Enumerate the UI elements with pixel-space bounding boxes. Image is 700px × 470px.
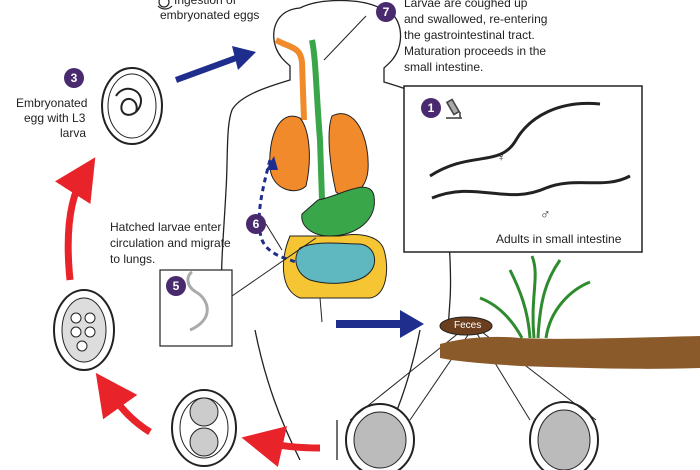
ingestion-label-1: Ingestion of bbox=[174, 0, 237, 7]
hatched-larva-box bbox=[159, 269, 233, 347]
adults-label: Adults in small intestine bbox=[496, 232, 622, 246]
hatched-label-3: to lungs. bbox=[110, 252, 156, 266]
unembryonated-egg-right bbox=[529, 401, 599, 470]
larvae-label-5: small intestine. bbox=[404, 60, 484, 74]
leader-lines bbox=[231, 15, 367, 297]
male-worm bbox=[431, 174, 631, 200]
blue-arrow-feces bbox=[336, 310, 424, 338]
migration-path bbox=[257, 159, 297, 264]
female-worm bbox=[429, 101, 601, 178]
step-badge-1: 1 bbox=[421, 98, 441, 118]
left-lung bbox=[269, 115, 310, 191]
hatched-label-1: Hatched larvae enter bbox=[110, 220, 222, 234]
embryonated-egg bbox=[101, 67, 163, 145]
stomach bbox=[301, 186, 375, 237]
larvae-label-4: Maturation proceeds in the bbox=[404, 44, 547, 58]
biohazard-icon bbox=[157, 0, 173, 10]
ingestion-label-2: embryonated eggs bbox=[160, 8, 260, 22]
larvae-label-2: and swallowed, re-entering bbox=[404, 12, 548, 26]
unembryonated-egg-left bbox=[345, 403, 415, 470]
feces-label: Feces bbox=[454, 320, 482, 331]
small-intestine bbox=[295, 242, 376, 284]
embryonated-egg-label-3: larva bbox=[60, 126, 87, 140]
dividing-egg bbox=[53, 289, 115, 371]
female-symbol: ♀ bbox=[496, 148, 507, 164]
larvae-label-3: the gastrointestinal tract. bbox=[404, 28, 535, 42]
larvae-label-1: Larvae are coughed up bbox=[404, 0, 528, 10]
red-arrows bbox=[54, 157, 321, 468]
step-badge-5: 5 bbox=[166, 276, 186, 296]
step-badge-7: 7 bbox=[376, 2, 396, 22]
step-badge-6: 6 bbox=[246, 214, 266, 234]
larva bbox=[186, 270, 209, 332]
hatched-label-2: circulation and migrate bbox=[110, 236, 231, 250]
embryonated-egg-label-2: egg with L3 bbox=[24, 111, 86, 125]
soil bbox=[440, 336, 700, 369]
right-lung bbox=[328, 113, 369, 196]
male-symbol: ♂ bbox=[540, 206, 551, 222]
feces-oval bbox=[439, 316, 493, 336]
grass bbox=[479, 255, 591, 339]
microscope-icon bbox=[445, 98, 462, 119]
step-badge-3: 3 bbox=[64, 68, 84, 88]
two-cell-egg bbox=[171, 389, 237, 467]
blue-arrow-ingestion bbox=[174, 46, 256, 83]
airway bbox=[274, 37, 307, 121]
embryonated-egg-label-1: Embryonated bbox=[16, 96, 88, 110]
esophagus bbox=[309, 39, 325, 201]
